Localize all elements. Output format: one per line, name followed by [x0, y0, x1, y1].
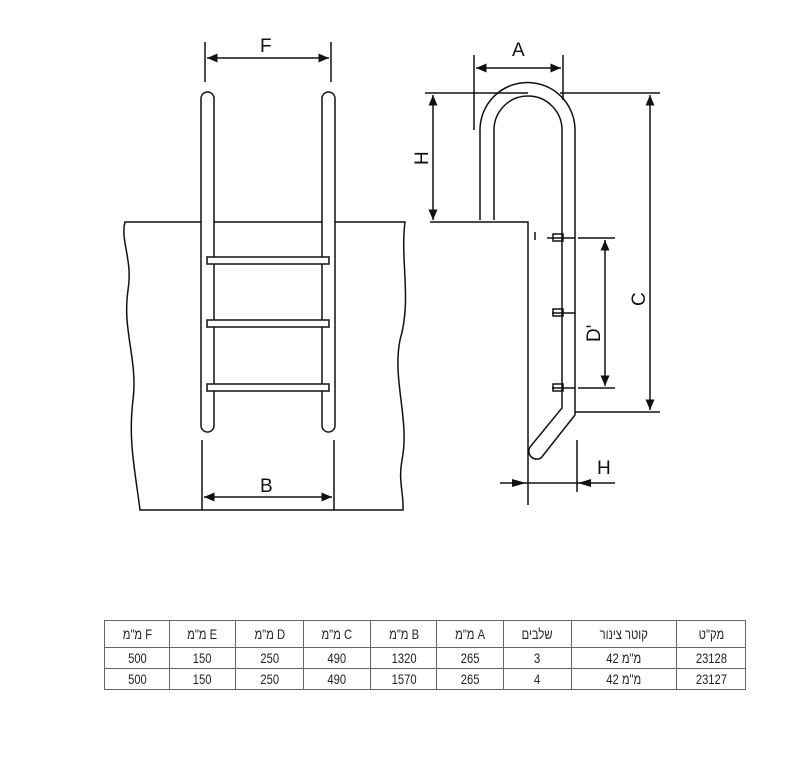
label-c: C: [629, 292, 650, 306]
cell: 250: [241, 668, 297, 690]
cell: 150: [175, 668, 230, 690]
label-d: D': [584, 325, 605, 342]
cell: 42 מ"מ: [581, 668, 667, 690]
cell: 23127: [683, 668, 740, 690]
header-cell: מק"ט: [683, 620, 740, 648]
header-cell: מ"מ B: [376, 620, 431, 648]
cell: 250: [241, 647, 297, 669]
header-cell: מ"מ A: [443, 620, 497, 648]
cell: 265: [443, 668, 497, 690]
cell: 490: [309, 647, 365, 669]
rung: [206, 256, 330, 265]
label-f: F: [260, 36, 272, 57]
cell: 500: [110, 668, 164, 690]
handrail-outer: [479, 81, 576, 460]
table-row: 500 150 250 490 1320 265 3 42 מ"מ 23128: [105, 647, 746, 669]
spec-table: מ"מ F מ"מ E מ"מ D מ"מ C מ"מ B מ"מ A שלבי…: [104, 620, 746, 690]
cell: 4: [509, 668, 565, 690]
label-h-bottom: H: [597, 458, 611, 479]
pool-wall-outline: [123, 221, 407, 511]
header-cell: מ"מ C: [309, 620, 365, 648]
cell: 3: [509, 647, 565, 669]
label-b: B: [260, 476, 273, 497]
header-cell: מ"מ F: [110, 620, 164, 648]
cell: 150: [175, 647, 230, 669]
cell: 500: [110, 647, 164, 669]
header-cell: מ"מ D: [241, 620, 297, 648]
cell: 42 מ"מ: [581, 647, 667, 669]
side-view: [425, 55, 660, 505]
header-cell: מ"מ E: [175, 620, 230, 648]
deck-and-wall: [430, 221, 529, 505]
rung: [206, 383, 330, 392]
table-header-row: מ"מ F מ"מ E מ"מ D מ"מ C מ"מ B מ"מ A שלבי…: [105, 620, 746, 648]
cell: 265: [443, 647, 497, 669]
table-row: 500 150 250 490 1570 265 4 42 מ"מ 23127: [105, 668, 746, 690]
header-cell: שלבים: [509, 620, 565, 648]
front-view: [123, 42, 407, 511]
rung: [206, 319, 330, 328]
cell: 1570: [376, 668, 431, 690]
cell: 1320: [376, 647, 431, 669]
label-h-top: H: [412, 151, 433, 165]
cell: 23128: [683, 647, 740, 669]
header-cell: קוטר צינור: [581, 620, 667, 648]
label-a: A: [512, 40, 525, 61]
cell: 490: [309, 668, 365, 690]
